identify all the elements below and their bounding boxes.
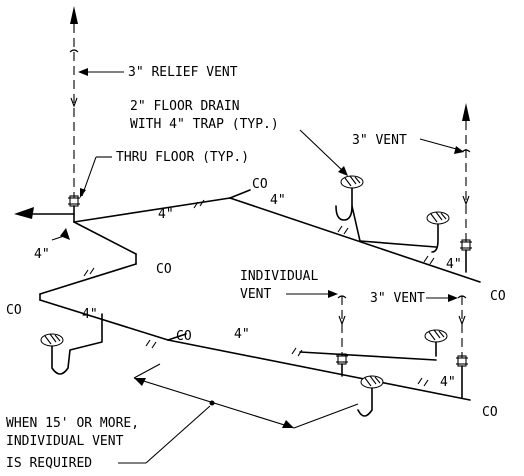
cleanout-label: CO [176, 329, 192, 344]
floor-drain-lower-left [40, 313, 103, 375]
label-floor-drain-1: 2" FLOOR DRAIN [130, 99, 240, 114]
floor-sleeve-relief [68, 195, 80, 207]
label-note-3: IS REQUIRED [6, 456, 92, 471]
leader-vent-mid [426, 294, 458, 302]
leader-thru-floor [80, 156, 112, 198]
floor-drain-lower-right [424, 329, 448, 357]
main-outlet-arrow [14, 207, 34, 219]
leader-note [118, 405, 211, 464]
floor-drain-upper-right [426, 211, 450, 253]
pipe-size-label: 4" [234, 327, 250, 342]
vent-stack-right-upper [461, 121, 471, 246]
leader-4in-outlet [51, 228, 70, 241]
cleanout-label: CO [6, 303, 22, 318]
floor-sleeve-right-lower [456, 355, 468, 367]
cleanout-label: CO [156, 262, 172, 277]
pipe-size-label: 4" [440, 375, 456, 390]
relief-vent-up-arrow [70, 6, 78, 24]
distance-dimension [133, 363, 359, 429]
floor-sleeve-right-upper [460, 239, 472, 251]
upper-drain-main [31, 189, 481, 283]
label-vent-mid: 3" VENT [370, 291, 425, 306]
leader-individual-vent [286, 290, 338, 298]
label-thru-floor: THRU FLOOR (TYP.) [116, 150, 249, 165]
relief-vent-stack [69, 24, 79, 198]
pipe-size-label: 4" [158, 207, 174, 222]
pipe-size-label: 4" [34, 247, 50, 262]
label-floor-drain-2: WITH 4" TRAP (TYP.) [130, 117, 279, 132]
cleanout-label: CO [482, 405, 498, 420]
label-note-1: WHEN 15' OR MORE, [6, 416, 139, 431]
riser-connector [39, 253, 169, 341]
floor-drain-upper-center [335, 175, 364, 242]
pipe-size-label: 4" [82, 307, 98, 322]
vent-stack-right-lower [457, 295, 467, 358]
leader-floor-drain [299, 129, 348, 176]
leader-relief-vent [78, 68, 124, 76]
label-vent-top: 3" VENT [352, 133, 407, 148]
label-relief-vent: 3" RELIEF VENT [128, 65, 238, 80]
floor-drain-lower-center [357, 375, 384, 417]
label-individual-vent-2: VENT [240, 287, 271, 302]
pipe-size-label: 4" [446, 257, 462, 272]
pipe-size-label: 4" [270, 193, 286, 208]
label-note-2: INDIVIDUAL VENT [6, 434, 124, 449]
vent-up-arrow-right [462, 103, 470, 121]
cleanout-label: CO [490, 289, 506, 304]
label-individual-vent-1: INDIVIDUAL [240, 269, 318, 284]
individual-vent-stack [337, 295, 347, 356]
cleanout-label: CO [252, 177, 268, 192]
leader-vent-top [419, 138, 464, 154]
lower-drain-main [145, 333, 471, 401]
